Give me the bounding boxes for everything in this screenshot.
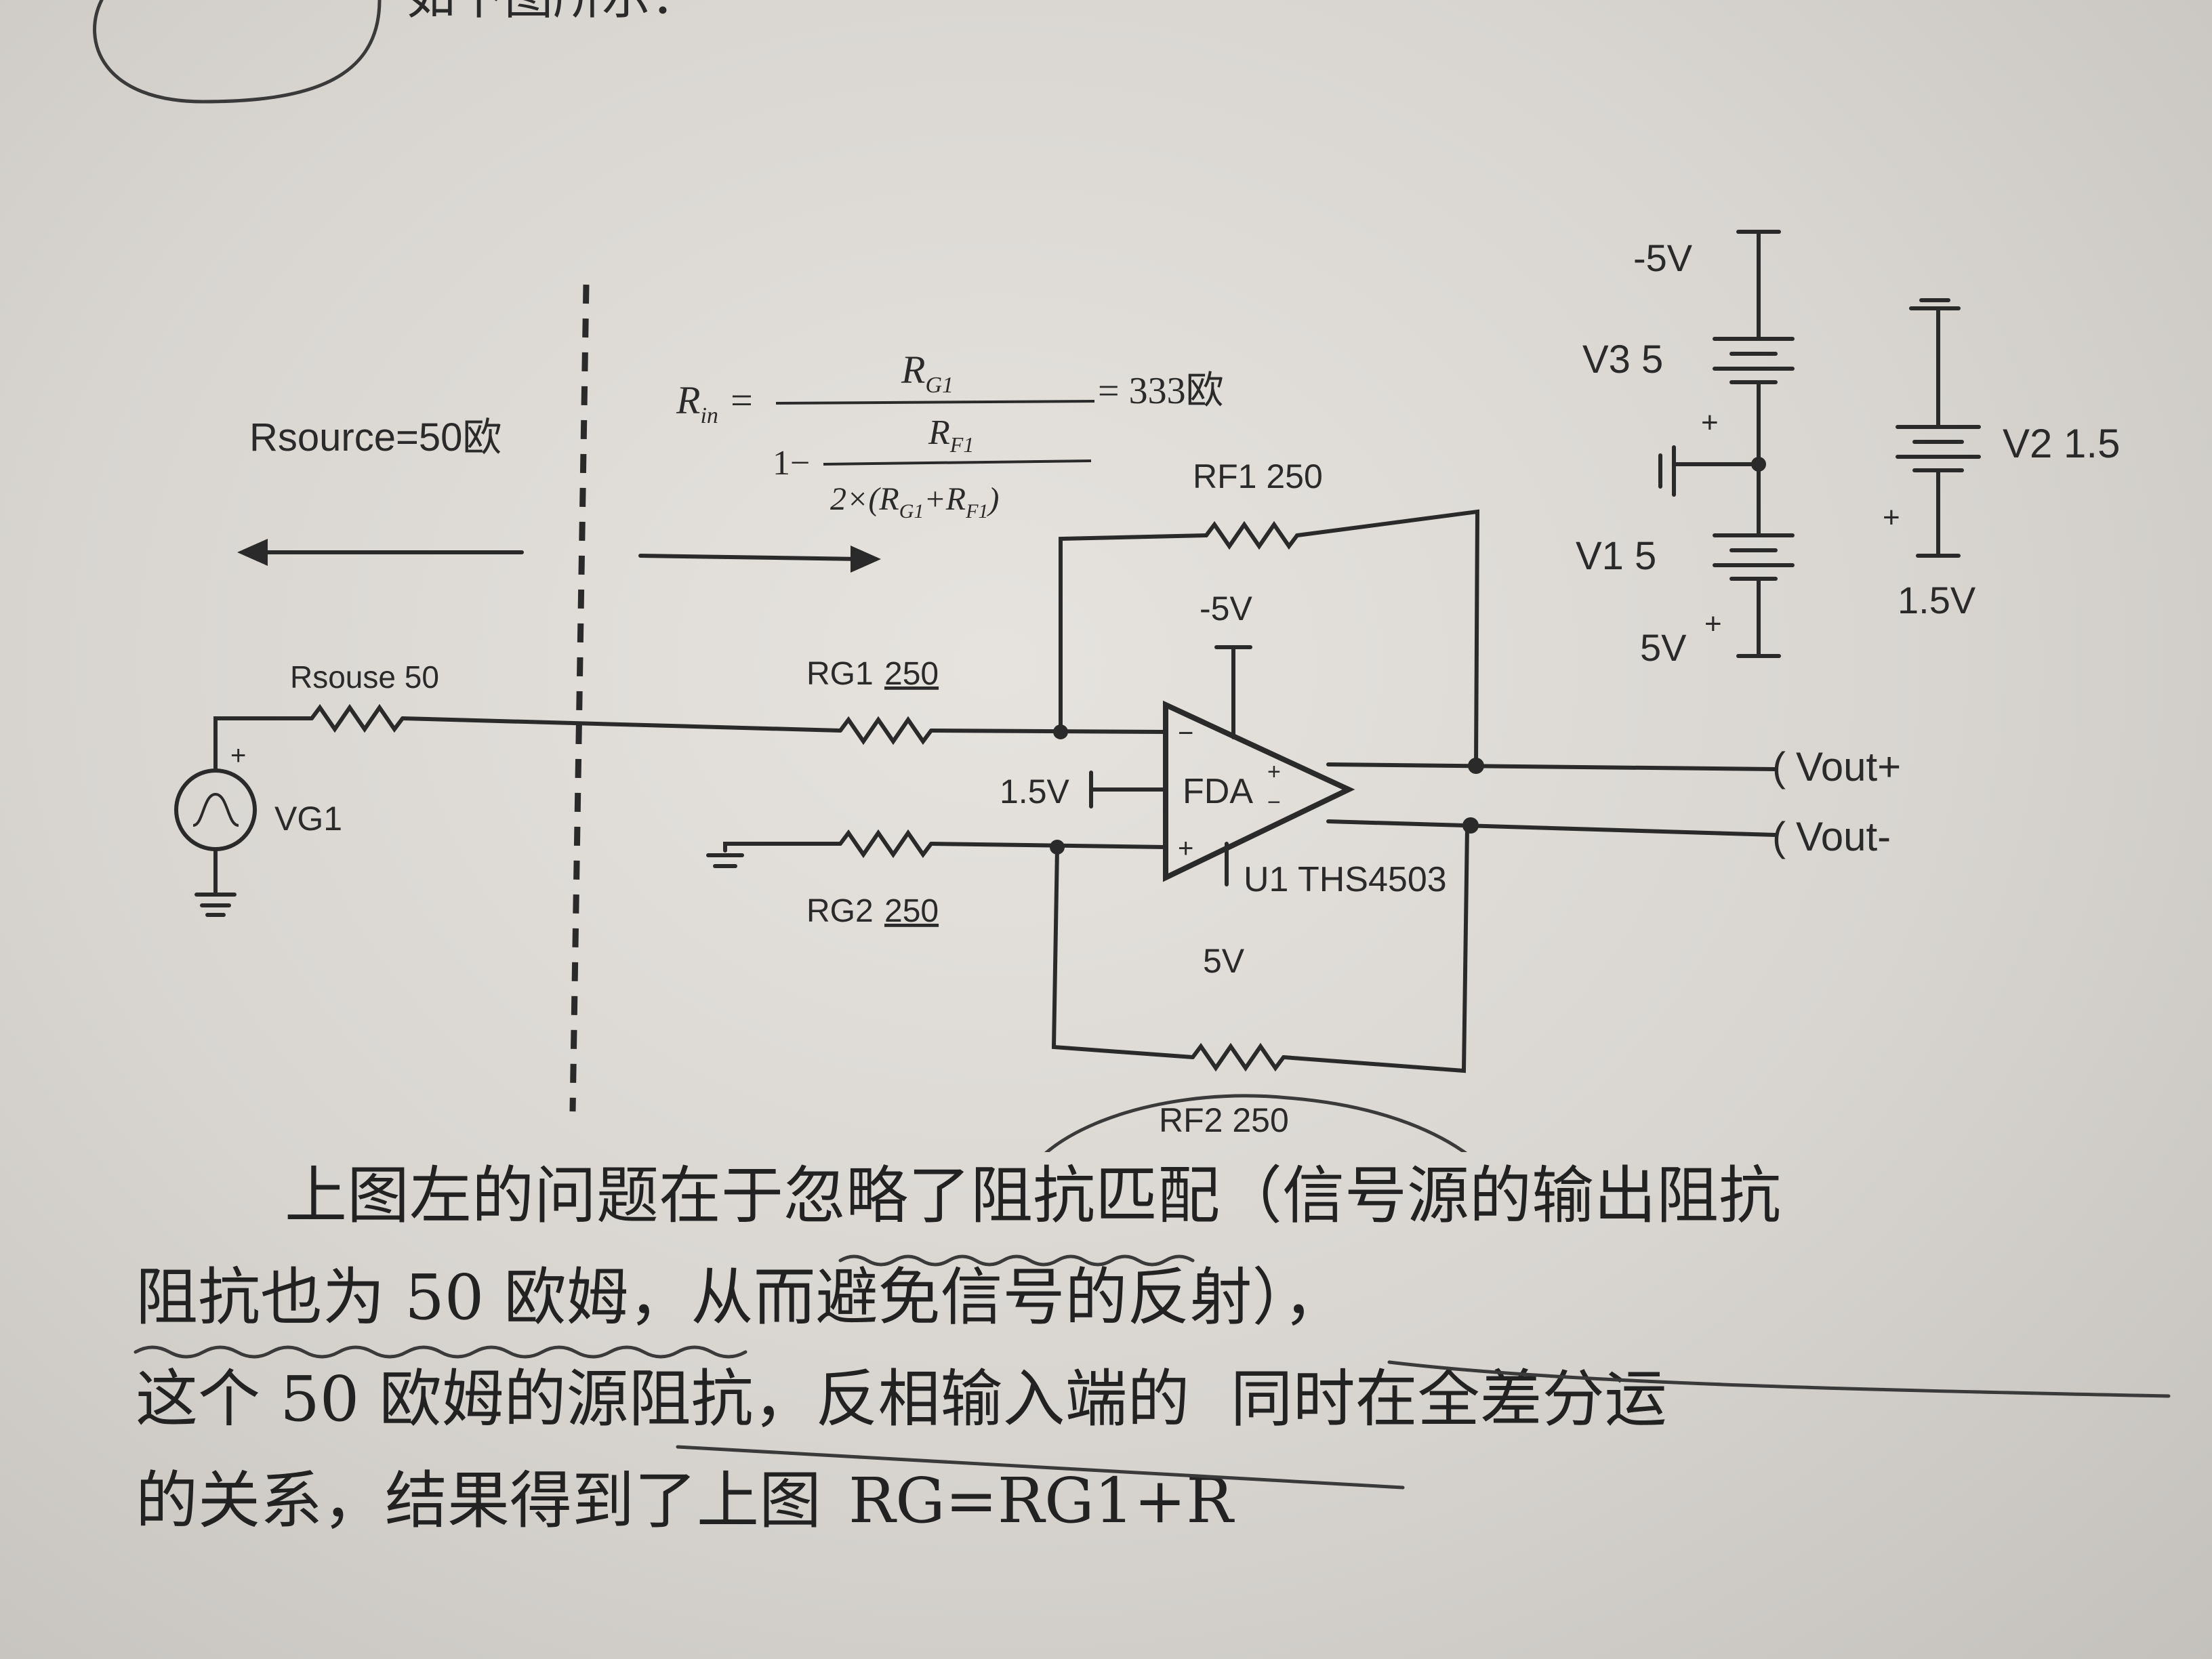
rg2-resistor: [838, 829, 933, 859]
input-impedance-equation: Rin = RG1 = 333欧 1− RF1 2×(RG1+RF1): [676, 348, 1224, 523]
eq-inner-fraction-bar: [823, 459, 1092, 466]
vout-pos-label: Vout+: [1796, 744, 1901, 790]
rf2-resistor: [1191, 1042, 1286, 1072]
vout-neg-wire: [1326, 819, 1778, 837]
rf1-resistor: [1204, 520, 1299, 550]
rg1-resistor: [838, 716, 933, 745]
rf2-right-wire: [1282, 825, 1469, 1073]
pencil-line-4: [1387, 1360, 2171, 1398]
v2-bottom-label: 1.5V: [1898, 579, 1976, 621]
pencil-circle-top: [93, 0, 382, 104]
rf1-label: RF1 250: [1193, 457, 1323, 495]
amp-vneg-label: -5V: [1200, 590, 1252, 628]
eq-numerator: RG1: [901, 348, 954, 398]
right-arrow-head: [851, 546, 881, 573]
sine-glyph: [192, 792, 239, 827]
rf2-left-wire: [1051, 845, 1195, 1059]
v3-battery-icon: [1713, 337, 1795, 384]
amp-vpos-label: 5V: [1203, 942, 1245, 980]
v1-label: V1 5: [1576, 534, 1656, 578]
left-arrow-head: [237, 539, 268, 566]
eq-main-fraction-bar: [775, 400, 1095, 405]
pencil-wavy-underline-2: [134, 1345, 747, 1359]
eq-lhs: Rin =: [676, 378, 755, 428]
eq-inner-denominator: 2×(RG1+RF1): [830, 481, 999, 523]
supply-bottom-label: 5V: [1640, 626, 1687, 669]
amp-out-plus-sign: +: [1267, 759, 1281, 785]
amp-part: U1 THS4503: [1244, 860, 1447, 899]
rg2-name: RG2: [806, 893, 874, 929]
pencil-line-3: [676, 1445, 1405, 1490]
vout-pos-wire: [1326, 762, 1778, 771]
rg1-name: RG1: [806, 656, 874, 692]
rf1-left-wire: [1059, 533, 1208, 734]
vg1-label: VG1: [274, 800, 342, 838]
vout-neg-bracket: (: [1772, 814, 1786, 859]
top-fragment: 如下图所示：: [407, 0, 699, 24]
v2-plus: +: [1883, 501, 1900, 534]
v3-label: V3 5: [1582, 337, 1663, 382]
rg1-to-node: [929, 729, 1168, 734]
amp-out-minus-sign: −: [1267, 790, 1281, 815]
supply-top-label: -5V: [1633, 237, 1693, 279]
v1-battery-icon: [1713, 533, 1795, 581]
node-vout-neg: [1462, 817, 1479, 834]
eq-inner-numerator: RF1: [928, 413, 974, 457]
rg2-ground-wire: [723, 842, 842, 853]
amp-noninv-sign: +: [1178, 834, 1193, 863]
rf2-label: RF2 250: [1159, 1101, 1289, 1139]
amp-label: FDA: [1183, 772, 1253, 811]
pencil-ellipse: [1044, 1094, 1467, 1152]
vg1-plus: +: [230, 741, 246, 771]
paragraph-line-1: 上图左的问题在于忽略了阻抗匹配（信号源的输出阻抗: [285, 1160, 1782, 1232]
eq-result: = 333欧: [1098, 370, 1224, 412]
paragraph-line-3: 这个 50 欧姆的源阻抗，反相输入端的同时在全差分运: [136, 1363, 1667, 1435]
rg1-value: 250: [884, 656, 939, 692]
v3-plus: +: [1701, 406, 1719, 439]
vout-pos-bracket: (: [1772, 744, 1786, 790]
vout-neg-label: Vout-: [1796, 814, 1891, 859]
amp-inv-sign: −: [1178, 718, 1193, 748]
eq-denom-lead: 1−: [773, 444, 810, 483]
rsource-label: Rsouse 50: [290, 659, 439, 695]
node-vout-pos: [1468, 758, 1484, 774]
paragraph-line-2: 阻抗也为 50 欧姆，从而避免信号的反射），: [136, 1261, 1346, 1334]
rg2-to-node: [929, 842, 1168, 849]
supply-bottom-plus: +: [1704, 607, 1722, 640]
rsource-resistor: [310, 703, 405, 733]
rf1-right-wire: [1295, 509, 1480, 768]
schematic: 如下图所示： Rsource=50欧 Rin = RG1 = 333欧 1− R…: [93, 0, 2120, 1152]
v2-label: V2 1.5: [2003, 421, 2120, 466]
vocm-label: 1.5V: [1000, 773, 1070, 811]
source-wire: [213, 716, 314, 773]
rsource-region-label: Rsource=50欧: [249, 415, 501, 459]
pencil-wavy-underline-1: [838, 1254, 1195, 1267]
dashed-divider: [569, 284, 590, 1112]
wire-to-rg1: [401, 716, 842, 733]
body-paragraph: 上图左的问题在于忽略了阻抗匹配（信号源的输出阻抗 阻抗也为 50 欧姆，从而避免…: [136, 1145, 2212, 1552]
right-arrow: [638, 554, 866, 561]
rg2-value: 250: [884, 893, 939, 929]
